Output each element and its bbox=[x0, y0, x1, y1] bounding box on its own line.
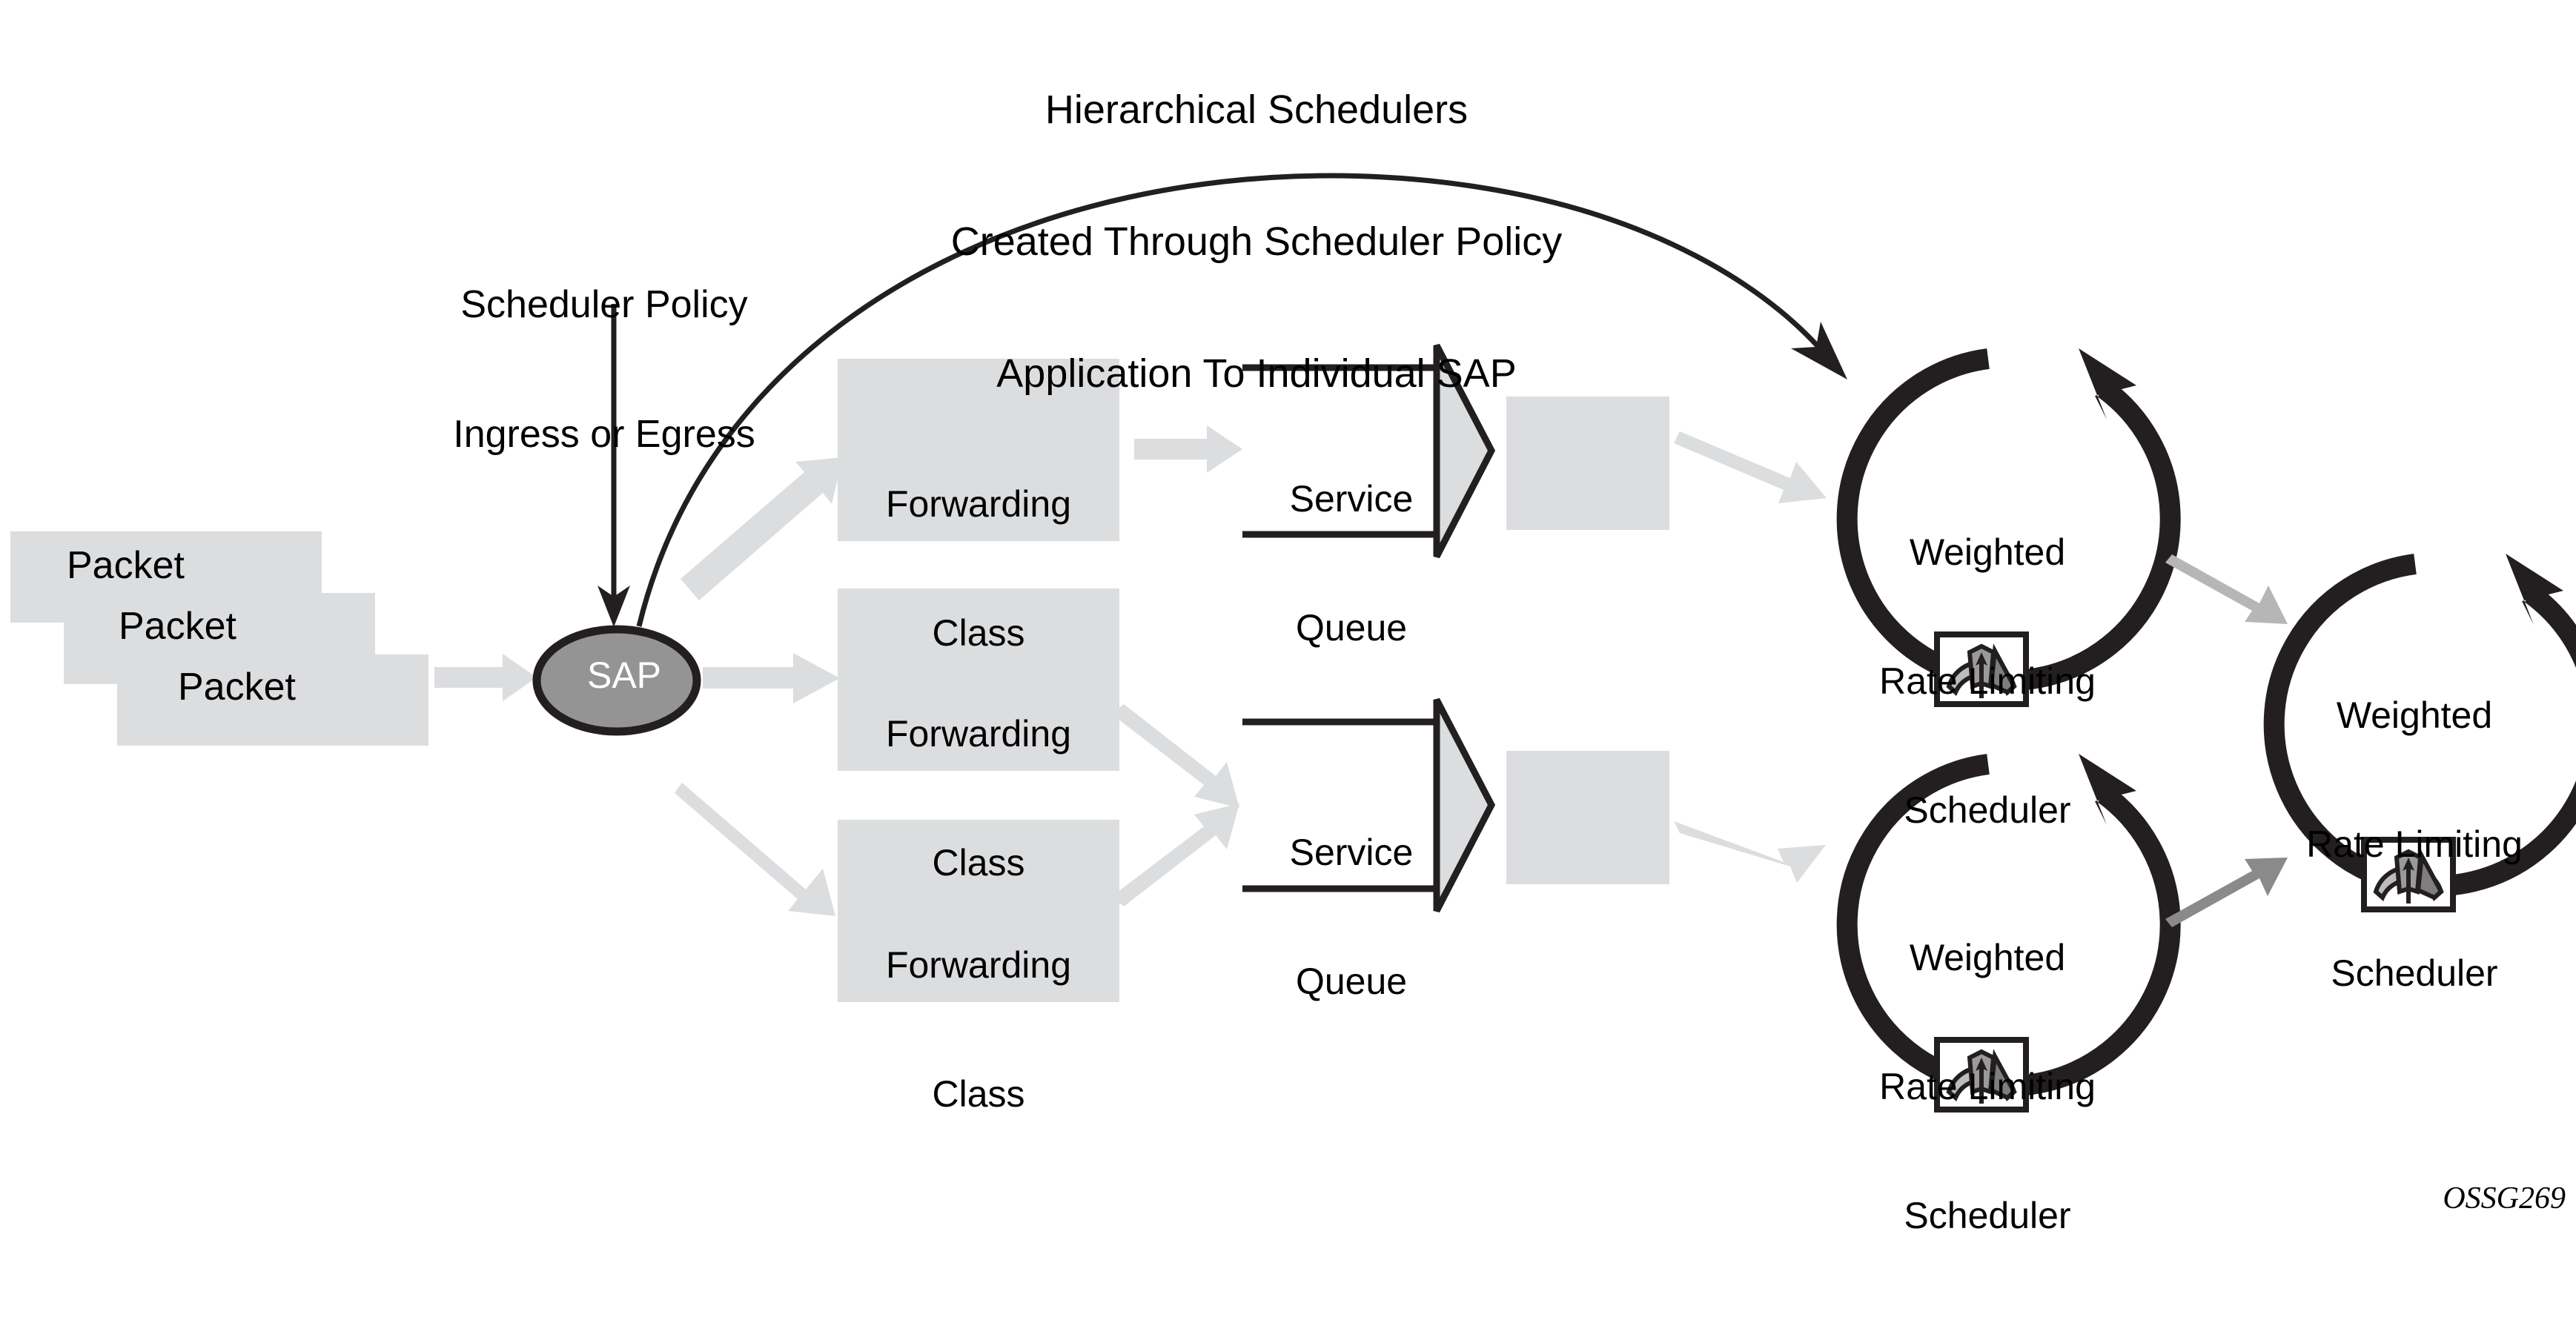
forwarding-class-2-line-1: Forwarding bbox=[885, 713, 1072, 755]
service-queue-1-line-2: Queue bbox=[1295, 607, 1408, 649]
scheduler-1-line-2: Rate Limiting bbox=[1879, 660, 2096, 702]
scheduler-1-arrowhead bbox=[2079, 348, 2136, 420]
scheduler-1-line-3: Scheduler bbox=[1904, 789, 2071, 831]
scheduler-label-1: Weighted Rate Limiting Scheduler bbox=[1828, 445, 2147, 918]
scheduler-policy-line-1: Scheduler Policy bbox=[460, 283, 748, 327]
packet-box-3 bbox=[117, 654, 428, 746]
hierarchical-scheduler-diagram: Hierarchical Schedulers Created Through … bbox=[10, 0, 2576, 1236]
forwarding-class-label-2: Forwarding Class bbox=[841, 626, 1116, 970]
service-queue-1-line-1: Service bbox=[1289, 478, 1414, 520]
scheduler-2-line-1: Weighted bbox=[1909, 937, 2066, 978]
service-queue-2 bbox=[1242, 697, 1496, 913]
hierarchical-scheduler-curve bbox=[636, 173, 1847, 627]
scheduler-label-3: Weighted Rate Limiting Scheduler bbox=[2255, 608, 2574, 1081]
arrow-sap-to-fc1 bbox=[681, 457, 843, 600]
scheduler-3-line-3: Scheduler bbox=[2331, 952, 2498, 994]
figure-title-line-3: Application To Individual SAP bbox=[996, 351, 1517, 397]
gauge-icon bbox=[2361, 837, 2456, 912]
gauge-icon bbox=[1934, 1037, 2029, 1113]
scheduler-2-line-3: Scheduler bbox=[1904, 1195, 2071, 1236]
scheduler-2-line-2: Rate Limiting bbox=[1879, 1066, 2096, 1107]
forwarding-class-label-1: Forwarding Class bbox=[841, 397, 1116, 740]
forwarding-class-box-3 bbox=[838, 820, 1119, 1002]
service-queue-1 bbox=[1242, 343, 1496, 559]
service-queue-label-2: Service Queue bbox=[1244, 745, 1459, 1089]
gauge-icon bbox=[1934, 631, 2029, 707]
forwarding-class-1-line-1: Forwarding bbox=[885, 483, 1072, 525]
scheduler-policy-annotation: Scheduler Policy Ingress or Egress bbox=[419, 197, 789, 543]
arrow-queue1-to-scheduler1 bbox=[1674, 431, 1827, 503]
arrow-queue2-to-scheduler2 bbox=[1674, 821, 1826, 883]
arrow-fc2-to-sq2 bbox=[1111, 704, 1239, 808]
figure-title-line-2: Created Through Scheduler Policy bbox=[950, 219, 1563, 264]
service-queue-label-1: Service Queue bbox=[1244, 391, 1459, 735]
scheduler-3-arrowhead bbox=[2506, 554, 2563, 625]
service-queue-2-line-2: Queue bbox=[1295, 961, 1408, 1002]
service-queue-1-arrowhead bbox=[1433, 343, 1496, 559]
scheduler-policy-line-2: Ingress or Egress bbox=[453, 413, 755, 457]
scheduler-circle-2 bbox=[1836, 754, 2181, 1113]
service-queue-2-arrowhead bbox=[1433, 697, 1496, 913]
diagram-canvas bbox=[10, 173, 2576, 1113]
forwarding-class-box-2 bbox=[838, 588, 1119, 771]
sap-ellipse bbox=[532, 625, 701, 736]
forwarding-class-box-1 bbox=[838, 359, 1119, 541]
scheduler-label-2: Weighted Rate Limiting Scheduler bbox=[1828, 850, 2147, 1323]
scheduler-1-line-1: Weighted bbox=[1909, 531, 2066, 573]
sap-node bbox=[532, 625, 701, 736]
scheduler-policy-pointer bbox=[597, 304, 630, 627]
figure-id-label: OSSG269 bbox=[2443, 1181, 2566, 1216]
packet-label-2: Packet bbox=[119, 605, 236, 648]
queue-output-box-2 bbox=[1506, 751, 1669, 884]
scheduler-circle-3 bbox=[2263, 554, 2576, 912]
forwarding-class-1-line-2: Class bbox=[932, 612, 1025, 654]
packet-label-3: Packet bbox=[178, 666, 296, 709]
forwarding-class-2-line-2: Class bbox=[932, 842, 1025, 883]
scheduler-3-line-1: Weighted bbox=[2336, 694, 2493, 736]
arrow-scheduler1-to-scheduler3 bbox=[2165, 554, 2288, 624]
arrow-sap-to-fc3 bbox=[675, 783, 835, 916]
sap-label: SAP bbox=[586, 654, 662, 696]
forwarding-class-3-line-1: Forwarding bbox=[885, 944, 1072, 986]
arrow-packets-to-sap bbox=[434, 654, 537, 701]
arrow-fc3-to-sq2 bbox=[1111, 803, 1239, 906]
service-queue-2-line-1: Service bbox=[1289, 832, 1414, 873]
scheduler-2-arrowhead bbox=[2079, 754, 2136, 825]
arrow-scheduler2-to-scheduler3 bbox=[2165, 858, 2288, 927]
packet-stack bbox=[10, 531, 428, 746]
figure-title: Hierarchical Schedulers Created Through … bbox=[878, 0, 1635, 484]
packet-label-1: Packet bbox=[67, 544, 185, 587]
forwarding-class-label-3: Forwarding Class bbox=[841, 858, 1116, 1201]
scheduler-circle-1 bbox=[1836, 348, 2181, 707]
forwarding-class-3-line-2: Class bbox=[932, 1073, 1025, 1115]
arrow-sap-to-fc2 bbox=[703, 653, 840, 703]
queue-output-box-1 bbox=[1506, 397, 1669, 530]
figure-title-line-1: Hierarchical Schedulers bbox=[1044, 87, 1469, 132]
scheduler-3-line-2: Rate Limiting bbox=[2306, 823, 2523, 865]
arrow-fc1-to-sq1 bbox=[1134, 425, 1242, 473]
